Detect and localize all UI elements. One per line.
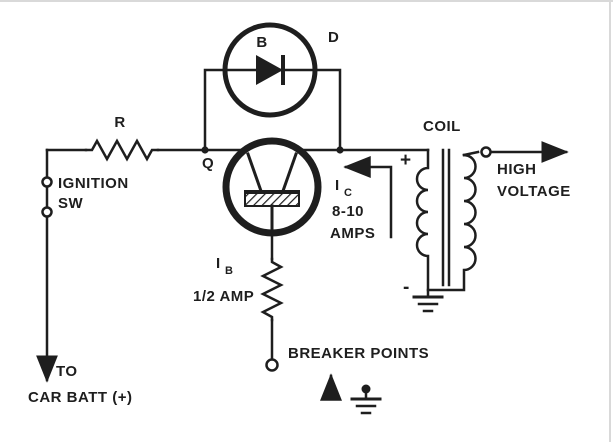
base-current-annotation: I B 1/2 AMP	[193, 255, 254, 305]
collector-current-value-line2: AMPS	[330, 225, 375, 242]
base-resistor-symbol	[260, 257, 284, 322]
collector-current-symbol: I	[335, 177, 340, 194]
transistor-name-label: Q	[202, 155, 214, 172]
diode-symbol	[226, 55, 314, 85]
junction-dot	[336, 146, 344, 154]
hv-terminal	[480, 146, 492, 158]
diode-name-label: D	[328, 29, 339, 46]
coil-minus-label: -	[403, 277, 410, 298]
high-voltage-label-line1: HIGH	[497, 161, 537, 178]
resistor-r-symbol	[84, 138, 160, 162]
coil-transformer: COIL + - HIGH VOLTAGE	[400, 118, 571, 313]
high-voltage-label-line2: VOLTAGE	[497, 183, 571, 200]
diode-assembly: B D	[222, 22, 339, 118]
transistor-symbol	[244, 152, 300, 235]
base-current-subscript: B	[225, 265, 233, 277]
collector-current-subscript: C	[344, 187, 352, 199]
collector-current-annotation: I C 8-10 AMPS	[330, 156, 393, 242]
ignition-switch-label-line1: IGNITION	[58, 175, 129, 192]
diode-circle	[222, 22, 318, 118]
coil-primary-winding	[415, 148, 430, 297]
battery-label-line1: TO	[56, 363, 78, 380]
battery-connection: TO CAR BATT (+)	[28, 363, 132, 406]
switch-terminal	[41, 176, 53, 188]
junction-dot	[201, 146, 209, 154]
coil-label: COIL	[423, 118, 461, 135]
collector-current-value-line1: 8-10	[332, 203, 364, 220]
battery-label-line2: CAR BATT (+)	[28, 389, 132, 406]
switch-terminal	[41, 206, 53, 218]
base-current-symbol: I	[216, 255, 221, 272]
diode-designator-label: B	[256, 34, 267, 51]
transistor-assembly: Q	[202, 137, 322, 237]
breaker-points-label: BREAKER POINTS	[288, 345, 429, 362]
base-current-value: 1/2 AMP	[193, 288, 254, 305]
coil-secondary-winding	[426, 153, 477, 292]
coil-plus-label: +	[400, 150, 412, 171]
resistor-name-label: R	[114, 114, 125, 131]
breaker-points: BREAKER POINTS	[265, 345, 429, 415]
breaker-terminal	[265, 358, 279, 372]
ignition-switch: IGNITION SW	[41, 175, 129, 218]
ignition-switch-label-line2: SW	[58, 195, 84, 212]
ground-symbol	[412, 295, 444, 313]
ground-symbol	[350, 397, 382, 415]
wires	[36, 68, 430, 383]
